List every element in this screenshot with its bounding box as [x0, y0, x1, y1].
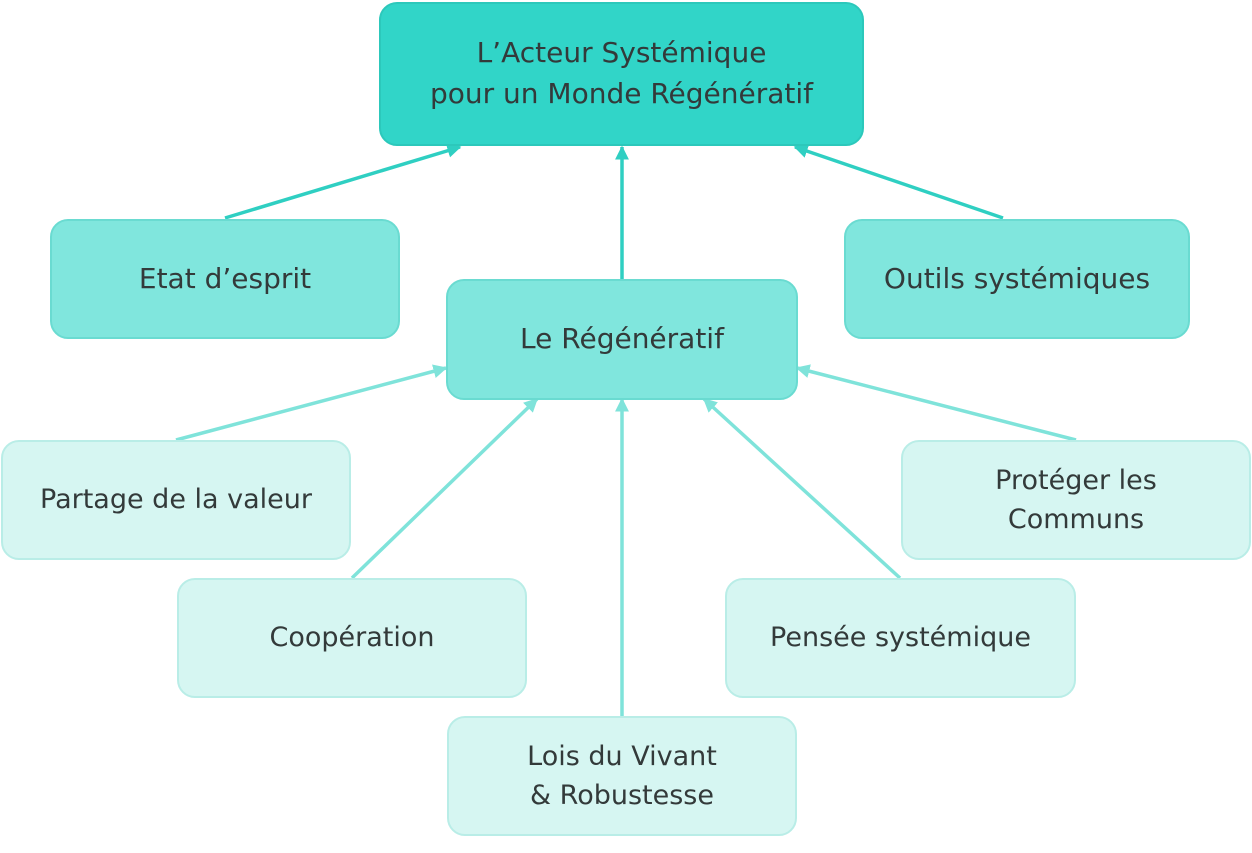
node-pensee-systemique: Pensée systémique [725, 578, 1076, 698]
node-cooperation-label: Coopération [269, 622, 435, 654]
node-etat-esprit-label: Etat d’esprit [138, 261, 312, 295]
root-line-1: L’Acteur Systémique [476, 36, 767, 70]
node-etat-esprit: Etat d’esprit [50, 219, 400, 339]
node-le-regeneratif: Le Régénératif [446, 279, 798, 400]
root-line-2: pour un Monde Régénératif [429, 77, 814, 110]
node-outils-systemiques: Outils systémiques [844, 219, 1190, 339]
connector-cooperation-to-regeneratif [350, 397, 539, 580]
connector-pensee-to-regeneratif [702, 397, 902, 580]
node-proteger-line-2: Communs [1007, 504, 1145, 535]
connector-etat-esprit-to-root [224, 143, 462, 220]
node-lois-line-2: & Robustesse [530, 780, 714, 811]
node-outils-label: Outils systémiques [883, 261, 1151, 295]
node-lois-line-1: Lois du Vivant [527, 740, 717, 772]
node-pensee-label: Pensée systémique [770, 622, 1031, 654]
connector-partage-to-regeneratif [175, 364, 448, 442]
connector-proteger-to-regeneratif [795, 364, 1077, 442]
node-cooperation: Coopération [177, 578, 527, 698]
node-partage-valeur: Partage de la valeur [1, 440, 351, 560]
root-node: L’Acteur Systémique pour un Monde Régéné… [379, 2, 864, 146]
node-proteger-communs: Protéger les Communs [901, 440, 1251, 560]
connector-outils-to-root [793, 144, 1004, 220]
node-regeneratif-label: Le Régénératif [520, 322, 724, 356]
node-proteger-line-1: Protéger les [995, 464, 1157, 496]
node-partage-label: Partage de la valeur [40, 484, 312, 516]
node-lois-du-vivant: Lois du Vivant & Robustesse [447, 716, 797, 836]
